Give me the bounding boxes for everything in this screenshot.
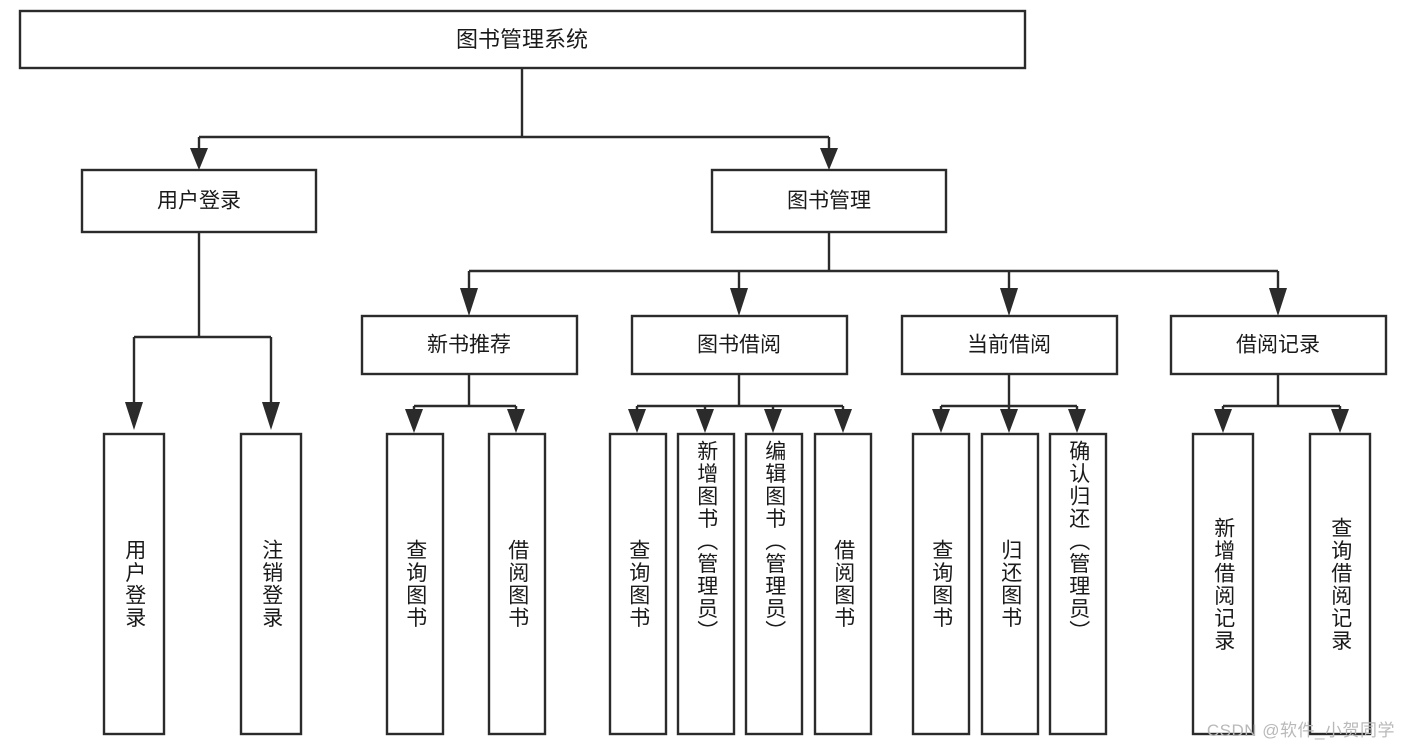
watermark-text: CSDN @软件_小贺同学 <box>1206 721 1395 740</box>
node-borrow-record[interactable]: 借阅记录 <box>1169 314 1388 376</box>
node-current-borrow-box[interactable] <box>900 314 1119 376</box>
node-current-borrow[interactable]: 当前借阅 <box>900 314 1119 376</box>
arrow-head-leaf-query-book-2 <box>628 409 646 433</box>
arrow-head-new-book-recommend <box>460 288 478 316</box>
leaf-edit-book-box[interactable] <box>744 432 804 736</box>
node-borrow-record-box[interactable] <box>1169 314 1388 376</box>
arrow-head-leaf-add-record <box>1214 409 1232 433</box>
arrow-head-user-login <box>190 148 208 170</box>
arrow-head-current-borrow <box>1000 288 1018 316</box>
node-new-book-recommend-box[interactable] <box>360 314 579 376</box>
node-borrow-record-label: 借阅记录 <box>1236 334 1320 357</box>
node-book-management-label: 图书管理 <box>787 190 871 213</box>
node-user-login[interactable]: 用户登录 <box>80 168 318 234</box>
arrow-head-leaf-query-book-1 <box>405 409 423 433</box>
connector-layer <box>125 68 1349 433</box>
arrow-head-leaf-logout <box>262 402 280 430</box>
leaf-logout-box[interactable] <box>239 432 303 736</box>
node-title[interactable]: 图书管理系统 <box>18 9 1027 70</box>
arrow-head-book-borrow <box>730 288 748 316</box>
leaf-box-layer <box>102 432 1372 736</box>
arrow-head-book-management <box>820 148 838 170</box>
leaf-borrow-book-2-box[interactable] <box>813 432 873 736</box>
arrow-head-borrow-record <box>1269 288 1287 316</box>
leaf-add-record-box[interactable] <box>1191 432 1255 736</box>
leaf-query-book-2-box[interactable] <box>608 432 668 736</box>
arrow-head-leaf-return-book <box>1000 409 1018 433</box>
node-new-book-recommend[interactable]: 新书推荐 <box>360 314 579 376</box>
node-user-login-label: 用户登录 <box>157 190 241 213</box>
node-book-management[interactable]: 图书管理 <box>710 168 948 234</box>
arrow-head-leaf-edit-book <box>764 409 782 433</box>
leaf-query-book-1-box[interactable] <box>385 432 445 736</box>
arrow-head-leaf-confirm-return <box>1068 409 1086 433</box>
node-title-box[interactable] <box>18 9 1027 70</box>
arrow-head-leaf-query-book-3 <box>932 409 950 433</box>
leaf-borrow-book-1-box[interactable] <box>487 432 547 736</box>
arrow-head-leaf-borrow-book-2 <box>834 409 852 433</box>
arrow-head-leaf-user-login <box>125 402 143 430</box>
leaf-confirm-return-box[interactable] <box>1048 432 1108 736</box>
node-user-login-box[interactable] <box>80 168 318 234</box>
node-book-borrow-box[interactable] <box>630 314 849 376</box>
node-new-book-recommend-label: 新书推荐 <box>427 334 511 357</box>
node-book-borrow[interactable]: 图书借阅 <box>630 314 849 376</box>
leaf-query-record-box[interactable] <box>1308 432 1372 736</box>
leaf-add-book-box[interactable] <box>676 432 736 736</box>
leaf-query-book-3-box[interactable] <box>911 432 971 736</box>
node-book-borrow-label: 图书借阅 <box>697 334 781 357</box>
leaf-return-book-box[interactable] <box>980 432 1040 736</box>
arrow-head-leaf-query-record <box>1331 409 1349 433</box>
arrow-head-leaf-borrow-book-1 <box>507 409 525 433</box>
node-current-borrow-label: 当前借阅 <box>967 334 1051 357</box>
arrow-head-leaf-add-book <box>696 409 714 433</box>
node-book-management-box[interactable] <box>710 168 948 234</box>
leaf-user-login-box[interactable] <box>102 432 166 736</box>
node-title-label: 图书管理系统 <box>456 27 588 52</box>
